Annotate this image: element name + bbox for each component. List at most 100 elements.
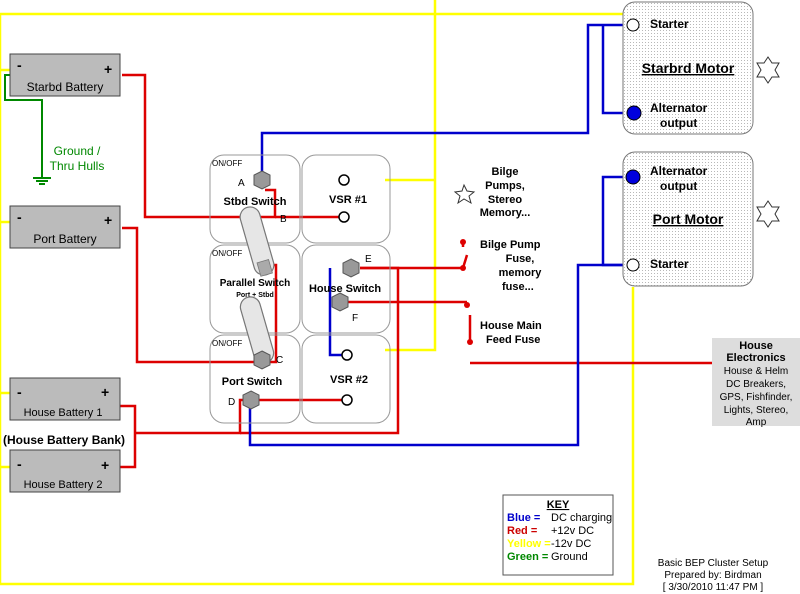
port-motor-star-icon [756,200,780,228]
stbd-switch-title: Stbd Switch [224,196,287,208]
battery-minus: - [17,384,22,400]
battery-port: - + Port Battery [9,205,121,249]
terminals [242,170,360,410]
parallel-switch-knob-upper[interactable] [238,205,277,278]
battery-house-1: - + House Battery 1 [9,377,121,421]
key-yellow-desc: -12v DC [551,538,591,550]
house-electronics-line-4: Lights, Stereo, [724,405,788,416]
vsr-terminals [338,174,353,406]
terminal-d-label: D [228,397,235,408]
vsr1-top-terminal [338,174,350,186]
terminal-c-hex [253,350,271,370]
port-motor-alt-label-1: Alternator [650,164,708,178]
starbrd-motor-starter-label: Starter [650,17,689,31]
parallel-switch-subtitle: Port + Stbd [236,292,274,299]
battery-plus: + [101,384,109,400]
key-red-name: Red = [507,525,537,537]
bilge-fuse-label-1: Bilge Pump [480,239,541,251]
ground-label-line1: Ground / [54,144,101,158]
terminal-e-hex [342,258,360,278]
battery-plus: + [101,457,109,473]
alternator-terminal [625,169,641,185]
battery-plus: + [104,61,112,77]
bilge-label-2: Pumps, [485,180,525,192]
house-electronics-line-1: House & Helm [724,366,788,377]
house-electronics-box: House Electronics House & Helm DC Breake… [712,338,800,428]
starter-terminal [626,258,640,272]
bilge-label-4: Memory... [480,207,531,219]
house-fuse-top-terminal [464,302,470,308]
bilge-fuse-top-terminal [460,239,466,245]
vsr1-bottom-terminal [338,211,350,223]
port-motor-alt-label-2: output [660,179,697,193]
bilge-fuse-label-4: fuse... [502,281,534,293]
battery-plus: + [104,212,112,228]
key-title: KEY [547,499,570,511]
terminal-c-label: C [276,355,283,366]
starbrd-motor-title: Starbrd Motor [642,60,735,76]
house-electronics-title-1: House [739,340,773,352]
battery-minus: - [17,456,22,472]
port-switch-onoff: ON/OFF [212,339,242,348]
blue-wires [248,23,633,447]
port-switch-title: Port Switch [222,376,283,388]
battery-label: House Battery 1 [24,407,103,419]
terminal-f-label: F [352,313,358,324]
house-electronics-line-3: GPS, Fishfinder, [720,392,793,403]
battery-minus: - [17,57,22,73]
yellow-wires [0,0,635,586]
battery-label: Starbd Battery [27,80,104,94]
vsr2-top-terminal [341,349,353,361]
terminal-a-label: A [238,178,245,189]
green-wires [4,74,51,185]
house-fuse-label-1: House Main [480,320,542,332]
parallel-switch-onoff: ON/OFF [212,249,242,258]
key-blue-name: Blue = [507,512,540,524]
house-switch-title: House Switch [309,283,381,295]
port-motor-title: Port Motor [653,211,724,227]
bilge-fuse-label-2: Fuse, [506,253,535,265]
caption-line-2: Prepared by: Birdman [664,570,761,581]
port-motor: Alternator output Port Motor Starter [622,151,754,287]
terminal-d-hex [242,390,260,410]
terminal-b-label: B [280,214,287,225]
caption-line-3: [ 3/30/2010 11:47 PM ] [663,582,764,593]
caption-line-1: Basic BEP Cluster Setup [658,558,769,569]
battery-label: Port Battery [33,232,96,246]
key-red-desc: +12v DC [551,525,594,537]
bilge-fuse-bottom-terminal [460,265,466,271]
key-green-name: Green = [507,551,548,563]
vsr2-bottom-terminal [341,394,353,406]
battery-house-2: - + House Battery 2 [9,449,121,493]
key-blue-desc: DC charging [551,512,612,524]
starbrd-motor-alt-label-1: Alternator [650,101,708,115]
key-legend: KEY Blue = DC charging Red = +12v DC Yel… [502,494,614,576]
starbrd-motor-star-icon [756,56,780,84]
key-green-desc: Ground [551,551,588,563]
key-yellow-name: Yellow = [507,538,551,550]
stbd-switch-onoff: ON/OFF [212,159,242,168]
bilge-label-1: Bilge [492,166,519,178]
battery-label: House Battery 2 [24,479,103,491]
house-battery-bank-label: (House Battery Bank) [3,433,125,447]
vsr2-title: VSR #2 [330,374,368,386]
terminal-f-hex [331,292,349,312]
terminal-a-hex [253,170,271,190]
house-electronics-title-2: Electronics [726,352,785,364]
bilge-label-3: Stereo [488,194,523,206]
alternator-terminal [626,105,642,121]
battery-minus: - [17,209,22,225]
starbrd-motor: Starter Starbrd Motor Alternator output [622,1,754,135]
house-electronics-line-5: Amp [746,417,767,428]
vsr1-title: VSR #1 [329,194,367,206]
house-electronics-line-2: DC Breakers, [726,379,786,390]
battery-starbd: - + Starbd Battery [9,53,121,97]
ground-label-line2: Thru Hulls [50,159,105,173]
bilge-load-star-icon [453,183,476,205]
starbrd-motor-alt-label-2: output [660,116,697,130]
parallel-switch-title: Parallel Switch [220,278,291,289]
bilge-fuse-label-3: memory [499,267,543,279]
house-fuse-label-2: Feed Fuse [486,334,540,346]
starter-terminal [626,18,640,32]
